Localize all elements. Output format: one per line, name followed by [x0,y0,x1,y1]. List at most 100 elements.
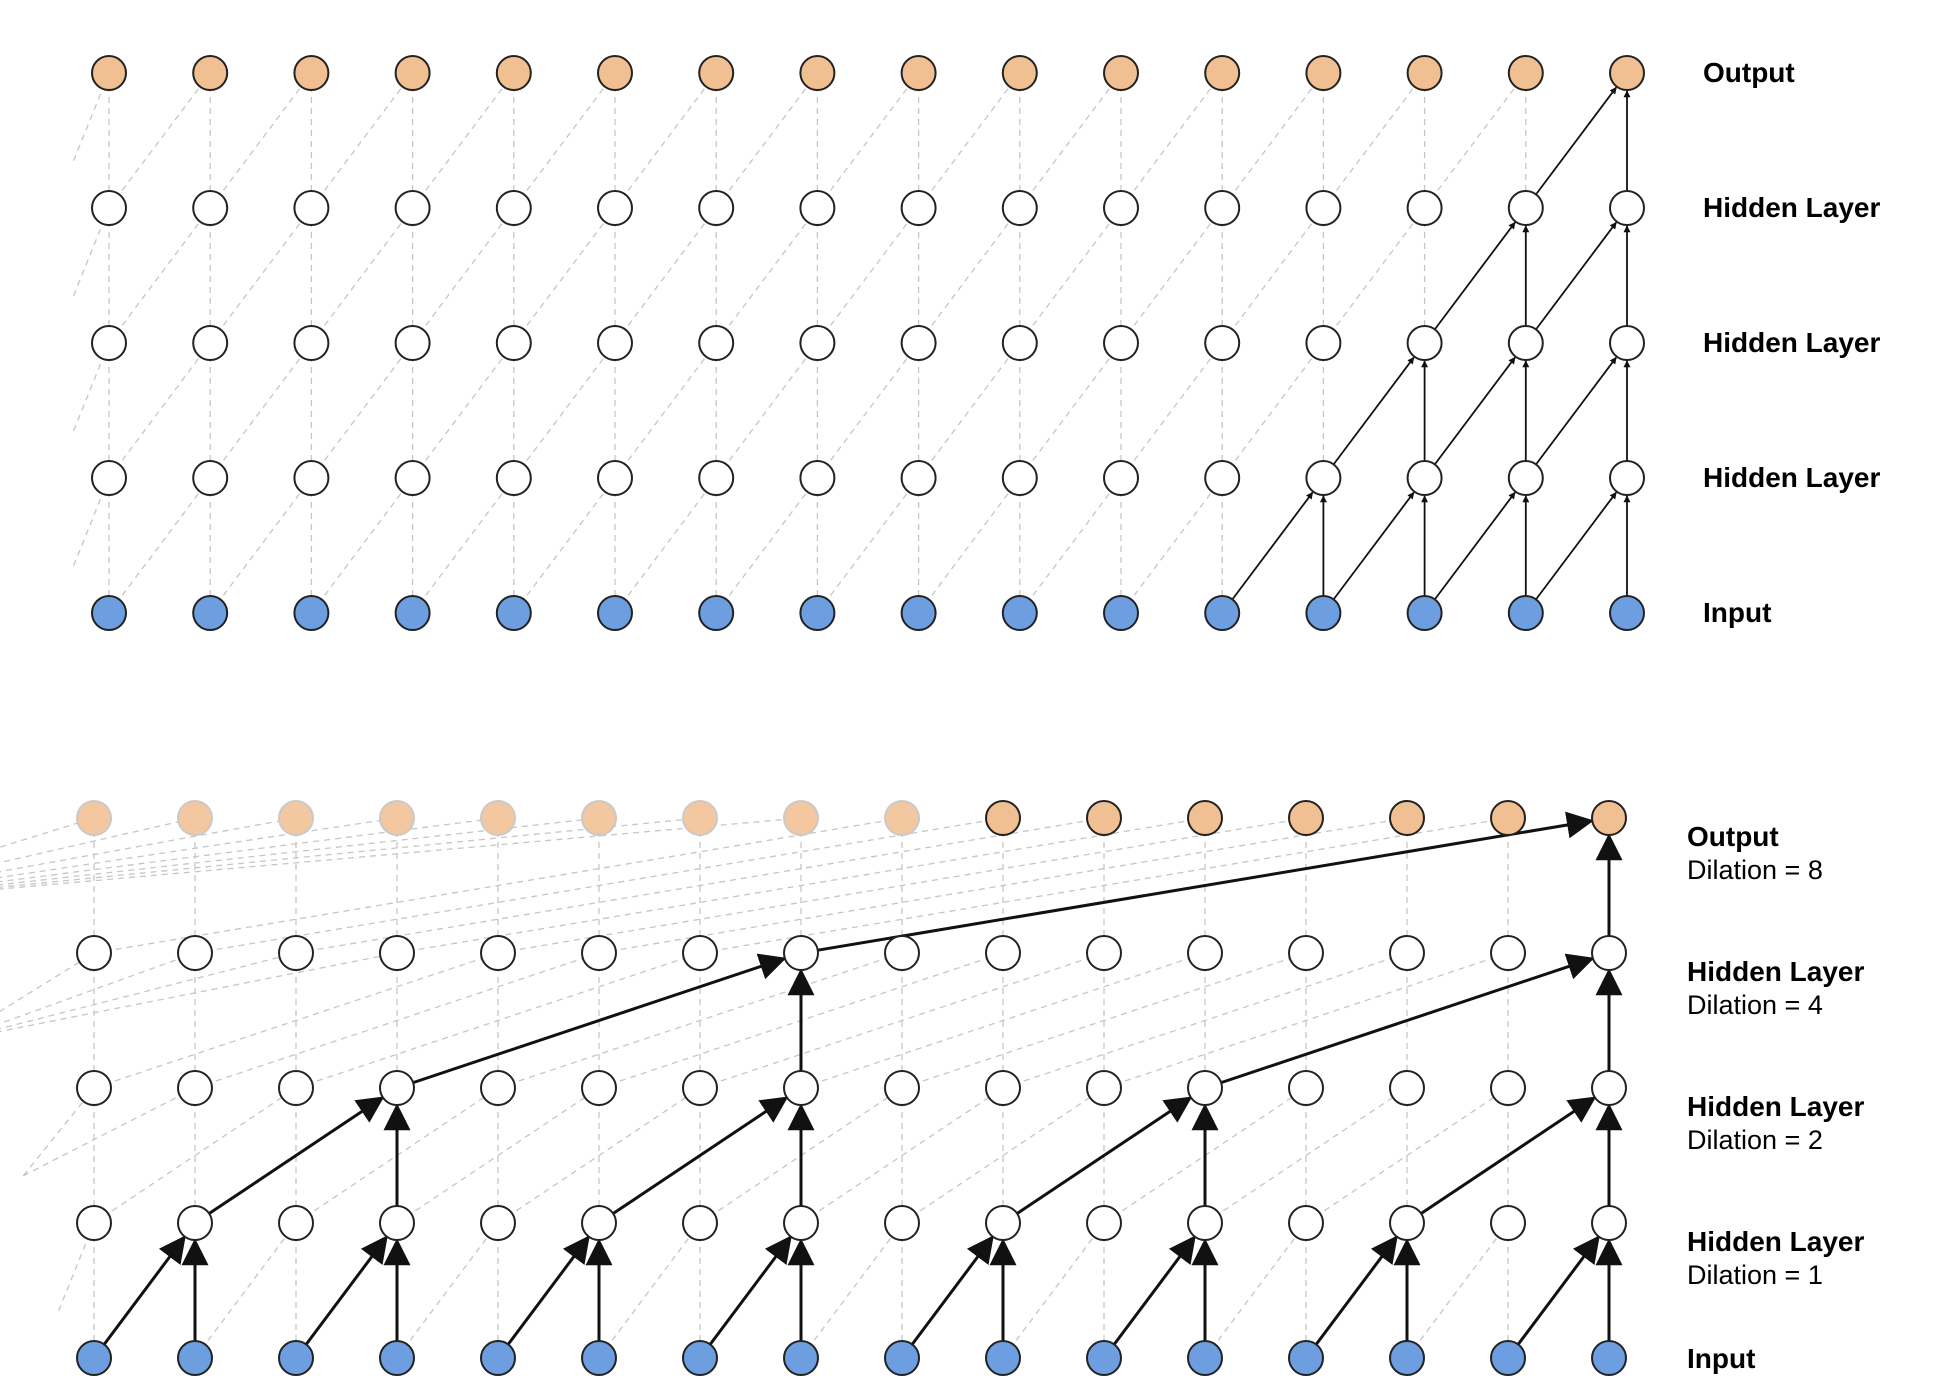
guide-line-diagonal [901,952,1307,1089]
receptive-arrow-diagonal [1535,356,1617,465]
guide-line-diagonal [800,952,1206,1089]
guide-line-diagonal [1120,477,1223,614]
guide-line-diagonal [800,1087,1004,1224]
guide-line-diagonal [310,207,414,344]
hidden-node [76,1070,112,1106]
guide-line-diagonal [0,952,398,1033]
hidden-node [177,1205,213,1241]
hidden-node [192,460,229,496]
output-node [394,55,431,91]
hidden-node [1103,460,1139,496]
hidden-node [177,935,213,971]
guide-line-diagonal [108,342,211,479]
input-node [900,595,937,631]
input-node [1591,1340,1627,1376]
guide-line-diagonal [1221,342,1324,479]
hidden-node [900,325,937,361]
hidden-node [394,460,431,496]
output-node [1507,55,1544,91]
hidden-node [1406,325,1443,361]
hidden-node [480,1070,516,1106]
guide-line-diagonal [194,952,600,1089]
hidden-node [1103,325,1139,361]
input-node [682,1340,718,1376]
hidden-node [495,460,532,496]
guide-line-diagonal [1019,477,1122,614]
guide-line-diagonal [699,817,1509,954]
hidden-node [900,190,937,226]
hidden-node [293,460,330,496]
output-node [91,55,127,91]
input-node [1187,1340,1223,1376]
receptive-arrow-diagonal [1220,953,1595,1085]
hidden-node [985,1070,1021,1106]
guide-line-diagonal [1019,342,1122,479]
hidden-node [884,1205,920,1241]
hidden-node [192,325,229,361]
hidden-node [1389,1070,1425,1106]
top-label-hidden-1: Hidden Layer [1703,461,1880,495]
guide-line-diagonal [0,817,600,886]
guide-line-diagonal [1019,72,1122,209]
guide-line-diagonal [1221,72,1324,209]
receptive-arrow-diagonal [1332,491,1415,600]
guide-line-diagonal [901,1087,1105,1224]
bottom-label-input: Input [1687,1342,1755,1376]
hidden-node [293,190,330,226]
guide-line-diagonal [699,952,1105,1089]
hidden-node [1187,1205,1223,1241]
top-label-output-main: Output [1703,57,1795,88]
receptive-arrow-diagonal [1535,221,1617,330]
guide-line-diagonal [412,207,515,344]
hidden-node [480,1205,516,1241]
hidden-node [1490,935,1526,971]
hidden-node [1001,190,1038,226]
hidden-node [1609,325,1645,361]
hidden-node [1103,190,1139,226]
bottom-nodes [76,800,1627,1376]
hidden-node [1507,325,1544,361]
guide-line-diagonal [497,952,903,1089]
guide-line-diagonal [23,1087,196,1177]
guide-line-diagonal [412,342,515,479]
hidden-node [1086,935,1122,971]
output-node [682,800,718,836]
guide-line-diagonal [816,72,920,209]
receptive-arrow-diagonal [506,1235,590,1346]
hidden-node [900,460,937,496]
input-node [597,595,633,631]
guide-line-diagonal [513,207,616,344]
guide-line-diagonal [194,1222,297,1359]
guide-line-diagonal [1120,72,1223,209]
hidden-node [1001,460,1038,496]
guide-line-diagonal [614,72,717,209]
input-node [480,1340,516,1376]
hidden-node [379,935,415,971]
guide-line-diagonal [0,952,297,1030]
hidden-node [278,935,314,971]
input-node [1389,1340,1425,1376]
guide-line-diagonal [1221,207,1324,344]
hidden-node [682,1205,718,1241]
guide-line-diagonal [93,817,903,954]
hidden-node [1305,190,1342,226]
guide-line-diagonal [194,817,1004,954]
output-node [1187,800,1223,836]
top-receptive-arrows [1231,86,1631,600]
hidden-node [698,325,735,361]
hidden-node [1086,1070,1122,1106]
receptive-arrow-diagonal [612,1096,789,1215]
output-node [799,55,836,91]
bottom-label-output: Output Dilation = 8 [1687,820,1823,886]
guide-line-diagonal [209,342,312,479]
top-label-hidden-3-main: Hidden Layer [1703,192,1881,223]
input-node [1001,595,1038,631]
guide-line-diagonal [412,477,515,614]
input-node [495,595,532,631]
output-node [900,55,937,91]
output-node [379,800,415,836]
guide-line-diagonal [497,1087,701,1224]
guide-line-diagonal [614,207,717,344]
guide-line-diagonal [598,1222,701,1359]
hidden-node [698,460,735,496]
